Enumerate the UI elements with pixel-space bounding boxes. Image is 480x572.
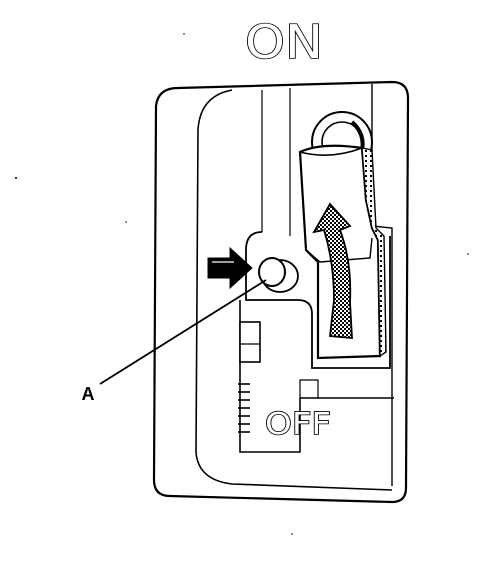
on-label: ON (245, 15, 323, 69)
scan-specks (15, 33, 469, 535)
housing-bezel (195, 89, 393, 491)
slot-block (239, 321, 261, 363)
serration-marks (238, 383, 250, 433)
lever-side (361, 147, 387, 358)
push-arrow-icon (207, 246, 253, 290)
lever-top-face (299, 147, 363, 156)
up-arrow-icon (312, 202, 353, 339)
lever-slot (245, 231, 391, 369)
off-label: OFF (265, 407, 331, 442)
callout-leader-a (99, 279, 267, 385)
callout-a-label: A (82, 384, 95, 404)
lower-recess-step (299, 379, 319, 398)
switch-housing (152, 80, 410, 504)
button-a-face (258, 257, 286, 287)
lower-recess (239, 300, 394, 453)
